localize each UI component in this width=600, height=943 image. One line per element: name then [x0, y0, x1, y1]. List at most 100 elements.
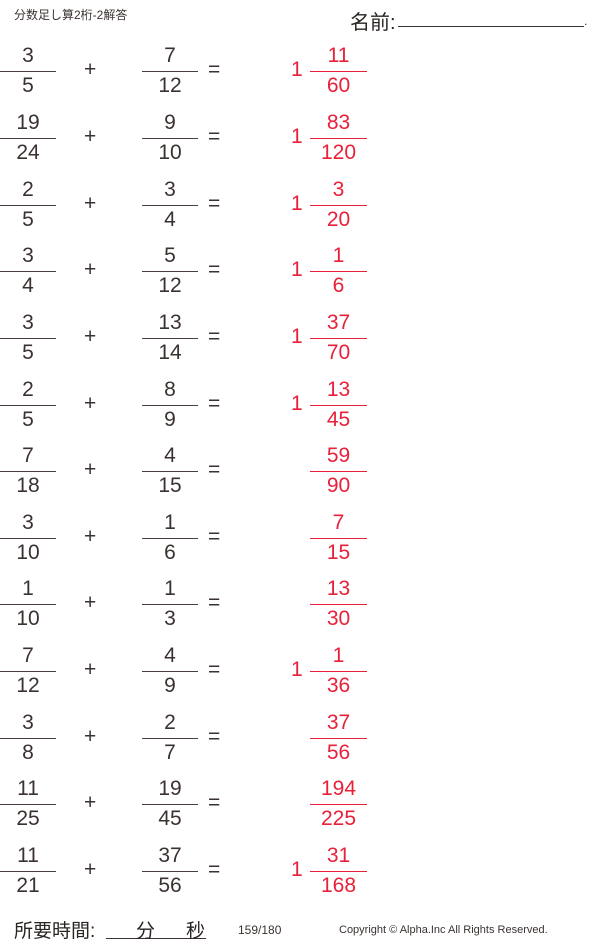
answer-fraction-bar: [310, 338, 367, 339]
equals-sign: =: [208, 858, 221, 881]
equals-sign: =: [208, 392, 221, 415]
answer-denominator: 70: [326, 341, 351, 364]
fraction-bar: [0, 138, 56, 139]
denominator: 4: [164, 208, 176, 231]
plus-sign: +: [84, 791, 97, 814]
answer-fraction-bar: [310, 471, 367, 472]
plus-sign: +: [84, 125, 97, 148]
fraction-bar: [0, 738, 56, 739]
time-field[interactable]: [106, 938, 206, 939]
numerator: 3: [22, 511, 34, 534]
equals-sign: =: [208, 725, 221, 748]
denominator: 9: [164, 674, 176, 697]
plus-sign: +: [84, 192, 97, 215]
denominator: 10: [158, 141, 182, 164]
numerator: 7: [22, 444, 34, 467]
answer-denominator: 225: [320, 807, 357, 830]
worksheet-title: 分数足し算2桁-2解答: [14, 8, 128, 22]
answer-fraction-bar: [310, 538, 367, 539]
answer-numerator: 1: [332, 644, 345, 667]
plus-sign: +: [84, 392, 97, 415]
numerator: 1: [22, 577, 34, 600]
equals-sign: =: [208, 325, 221, 348]
answer-whole-number: 1: [291, 125, 303, 148]
answer-numerator: 13: [326, 577, 351, 600]
footer: 所要時間: 分 秒 159/180 Copyright © Alpha.Inc …: [0, 912, 600, 942]
minutes-unit: 分: [136, 921, 156, 942]
fraction-bar: [0, 804, 56, 805]
answer-fraction-bar: [310, 738, 367, 739]
numerator: 4: [164, 644, 176, 667]
denominator: 10: [16, 607, 40, 630]
fraction-bar: [142, 271, 198, 272]
answer-denominator: 36: [326, 674, 351, 697]
numerator: 7: [164, 44, 176, 67]
answer-denominator: 90: [326, 474, 351, 497]
fraction-bar: [142, 738, 198, 739]
answer-denominator: 6: [332, 274, 345, 297]
denominator: 14: [158, 341, 182, 364]
numerator: 1: [164, 577, 176, 600]
denominator: 18: [16, 474, 40, 497]
denominator: 56: [158, 874, 182, 897]
denominator: 9: [164, 408, 176, 431]
answer-whole-number: 1: [291, 392, 303, 415]
answer-whole-number: 1: [291, 258, 303, 281]
denominator: 3: [164, 607, 176, 630]
fraction-bar: [0, 271, 56, 272]
name-end-dot: .: [584, 14, 588, 28]
denominator: 12: [16, 674, 40, 697]
denominator: 21: [16, 874, 40, 897]
equals-sign: =: [208, 525, 221, 548]
answer-whole-number: 1: [291, 858, 303, 881]
answer-denominator: 15: [326, 541, 351, 564]
numerator: 19: [16, 111, 40, 134]
denominator: 45: [158, 807, 182, 830]
denominator: 12: [158, 74, 182, 97]
fraction-bar: [142, 405, 198, 406]
numerator: 3: [22, 244, 34, 267]
numerator: 3: [164, 178, 176, 201]
numerator: 2: [22, 178, 34, 201]
answer-numerator: 11: [327, 44, 350, 67]
answer-fraction-bar: [310, 138, 367, 139]
fraction-bar: [142, 138, 198, 139]
answer-numerator: 31: [326, 844, 351, 867]
numerator: 11: [17, 777, 39, 800]
numerator: 13: [158, 311, 182, 334]
answer-numerator: 59: [326, 444, 351, 467]
numerator: 1: [164, 511, 176, 534]
numerator: 11: [17, 844, 39, 867]
fraction-bar: [142, 804, 198, 805]
numerator: 3: [22, 711, 34, 734]
answer-numerator: 37: [326, 311, 351, 334]
equals-sign: =: [208, 125, 221, 148]
denominator: 4: [22, 274, 34, 297]
answer-fraction-bar: [310, 271, 367, 272]
answer-denominator: 168: [320, 874, 357, 897]
equals-sign: =: [208, 591, 221, 614]
name-field[interactable]: [398, 26, 584, 27]
denominator: 15: [158, 474, 182, 497]
answer-numerator: 7: [332, 511, 345, 534]
answer-denominator: 120: [320, 141, 357, 164]
equals-sign: =: [208, 258, 221, 281]
fraction-bar: [142, 871, 198, 872]
